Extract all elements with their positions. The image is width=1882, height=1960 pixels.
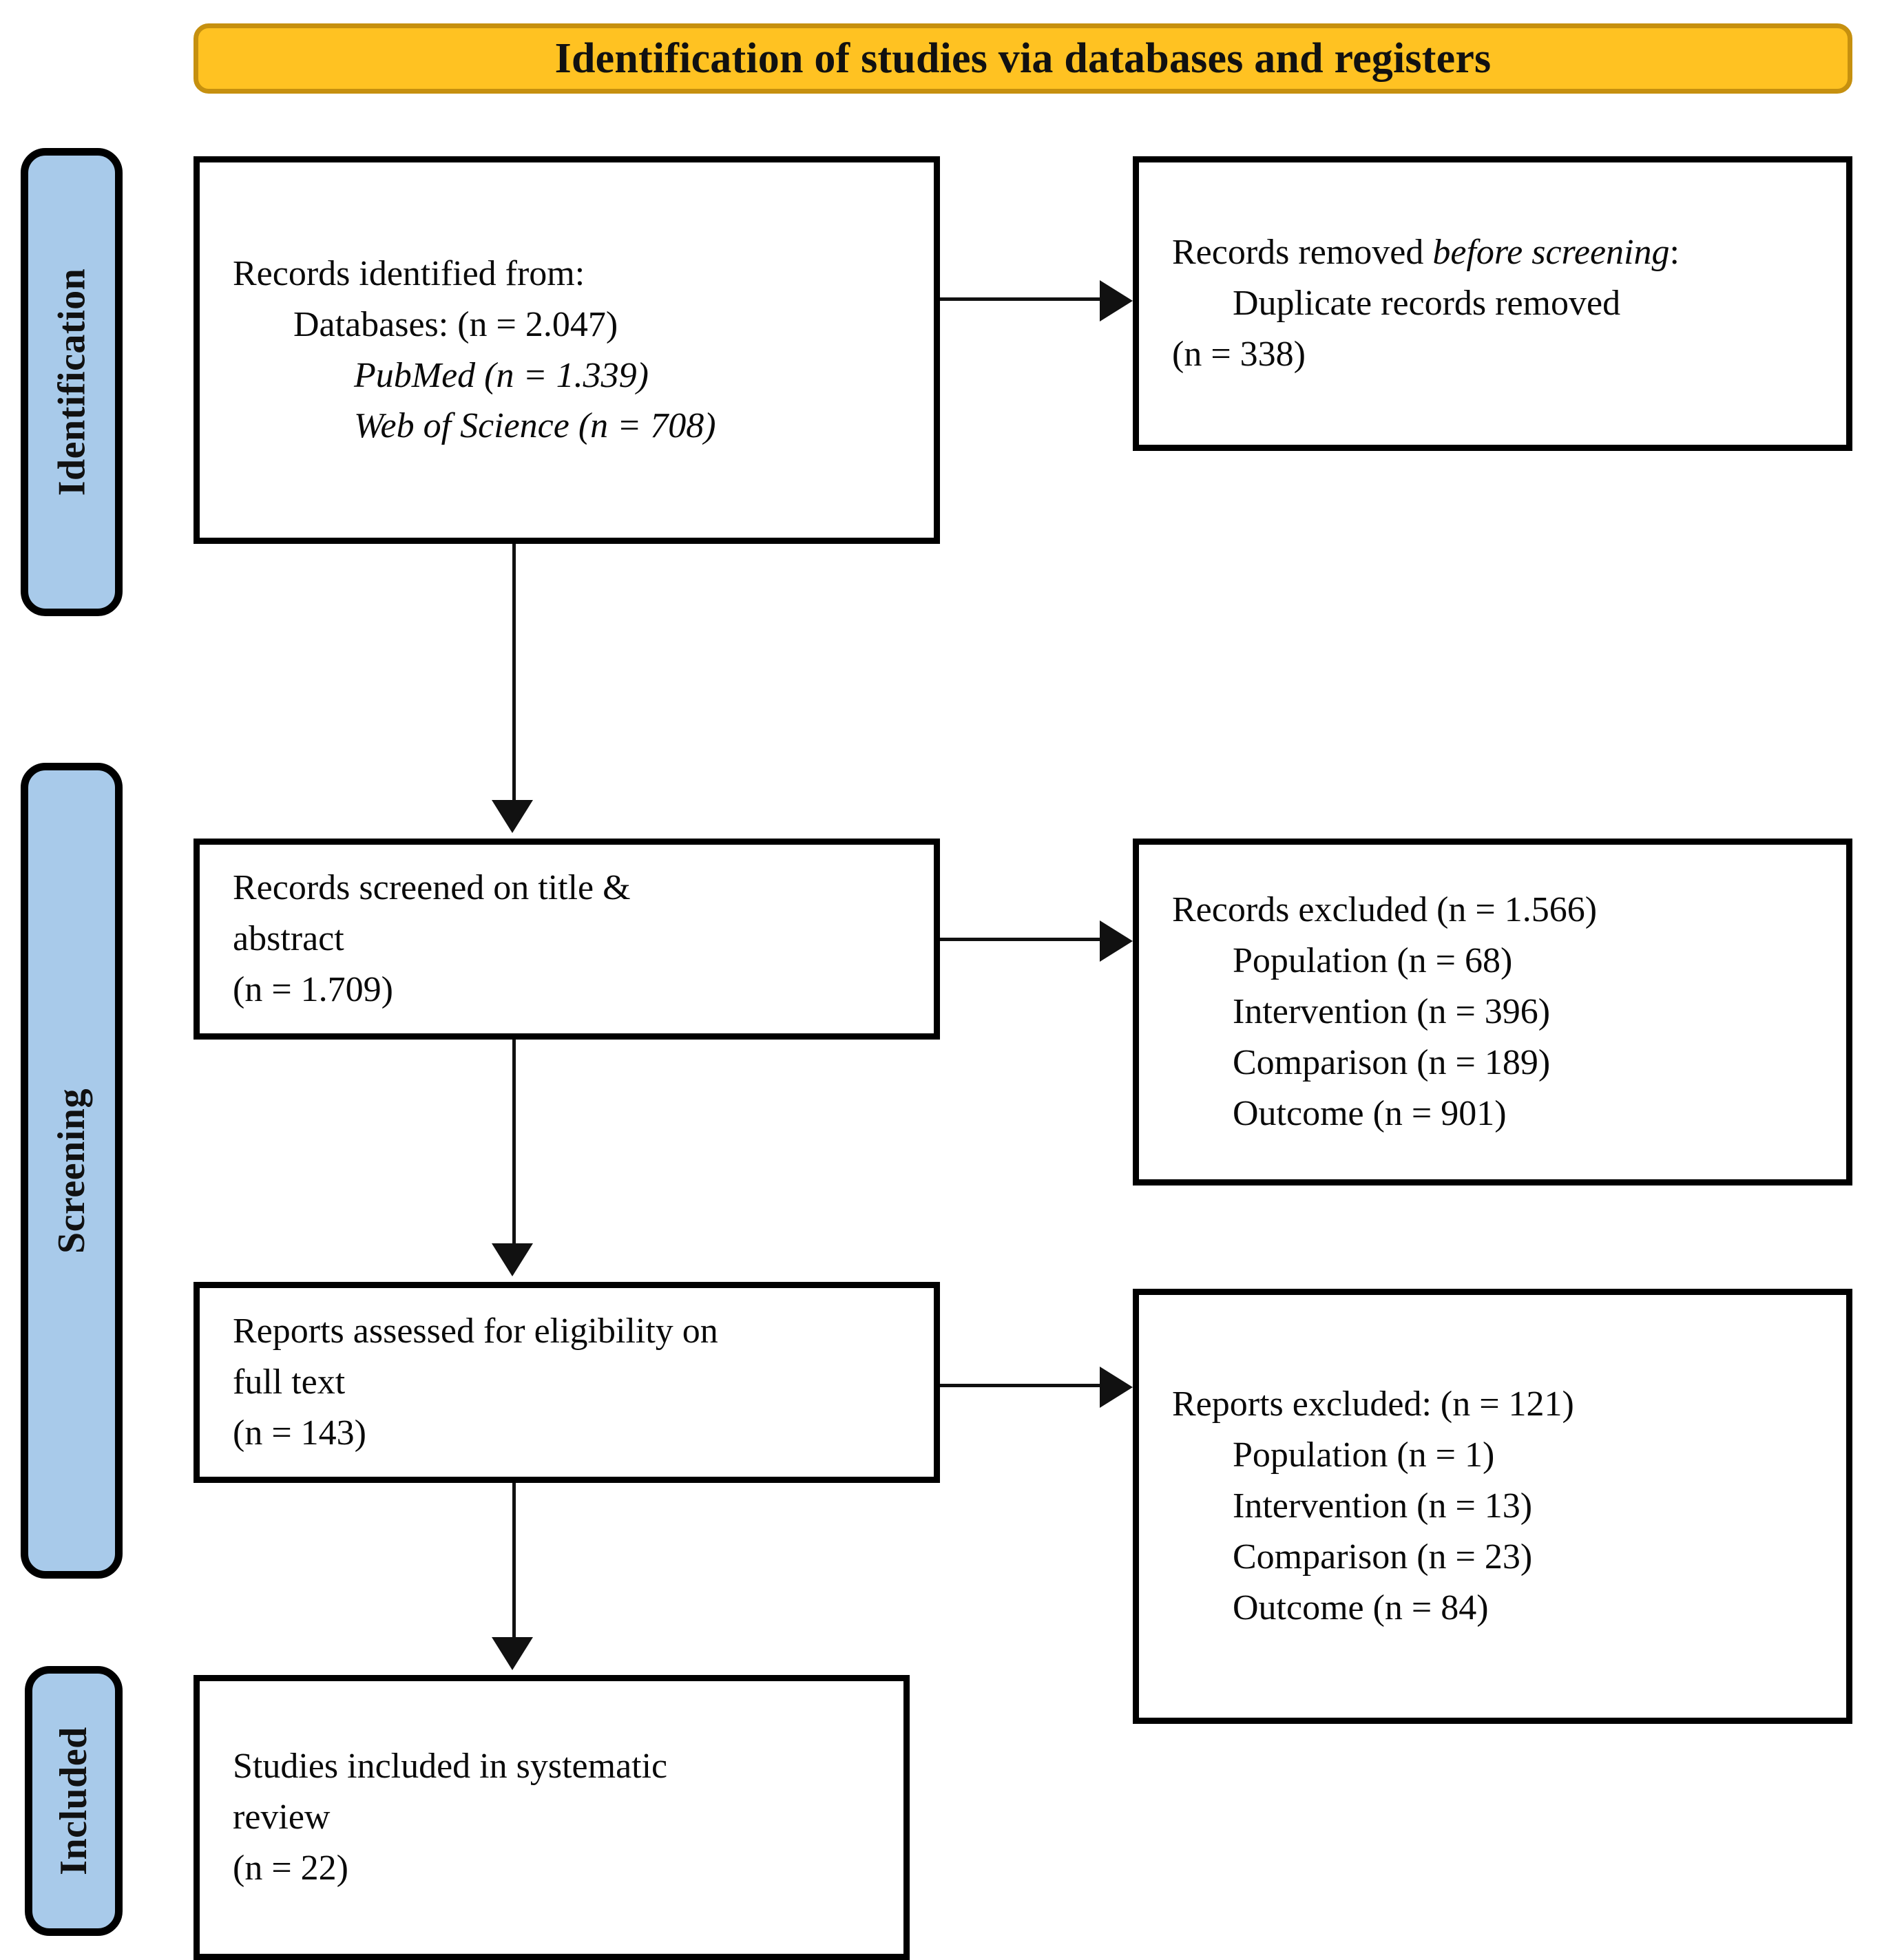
node-line: (n = 1.709) xyxy=(233,969,393,1009)
arrowhead-right-icon xyxy=(1100,1367,1133,1408)
arrowhead-down-icon xyxy=(492,800,533,833)
diagram-header-banner: Identification of studies via databases … xyxy=(194,23,1852,94)
node-line-title-emphasis: before screening xyxy=(1432,233,1670,273)
node-line: Intervention (n = 396) xyxy=(1233,992,1551,1032)
node-line: Records identified from: xyxy=(233,253,585,293)
diagram-title: Identification of studies via databases … xyxy=(554,34,1492,82)
arrowhead-down-icon xyxy=(492,1637,533,1670)
node-line: Web of Science (n = 708) xyxy=(354,406,716,446)
node-line: Comparison (n = 189) xyxy=(1233,1042,1551,1082)
node-records-identified-content: Records identified from: Databases: (n =… xyxy=(200,249,934,452)
node-studies-included-content: Studies included in systematic review (n… xyxy=(200,1741,903,1893)
node-line: Population (n = 1) xyxy=(1233,1435,1495,1475)
stage-label-screening: Screening xyxy=(21,763,123,1579)
node-records-removed: Records removed before screening: Duplic… xyxy=(1133,156,1852,451)
node-line: Reports excluded: (n = 121) xyxy=(1172,1384,1574,1424)
node-line: (n = 22) xyxy=(233,1848,348,1888)
stage-label-screening-text: Screening xyxy=(50,1088,93,1254)
node-records-excluded-content: Records excluded (n = 1.566) Population … xyxy=(1139,885,1846,1139)
node-line: Population (n = 68) xyxy=(1233,941,1513,981)
node-line: Comparison (n = 23) xyxy=(1233,1537,1533,1577)
node-line: (n = 338) xyxy=(1172,334,1306,374)
node-reports-assessed: Reports assessed for eligibility on full… xyxy=(194,1282,940,1483)
node-line: (n = 143) xyxy=(233,1413,366,1453)
node-line: Studies included in systematic xyxy=(233,1747,668,1787)
node-line: Records screened on title & xyxy=(233,868,631,908)
arrowhead-right-icon xyxy=(1100,280,1133,322)
node-records-screened-content: Records screened on title & abstract (n … xyxy=(200,863,934,1015)
stage-label-identification-text: Identification xyxy=(50,268,93,496)
node-line: Databases: (n = 2.047) xyxy=(293,304,618,344)
node-reports-assessed-content: Reports assessed for eligibility on full… xyxy=(200,1306,934,1458)
node-line: Records excluded (n = 1.566) xyxy=(1172,890,1598,930)
connector-screened-to-records-excluded xyxy=(940,938,1100,941)
node-records-identified: Records identified from: Databases: (n =… xyxy=(194,156,940,544)
node-line: Outcome (n = 901) xyxy=(1233,1093,1507,1133)
stage-label-included: Included xyxy=(25,1666,123,1936)
arrowhead-down-icon xyxy=(492,1243,533,1276)
node-line: abstract xyxy=(233,919,344,959)
stage-label-identification: Identification xyxy=(21,148,123,616)
connector-identified-to-screened xyxy=(512,544,516,800)
node-line: review xyxy=(233,1798,331,1837)
node-line-title: Records removed before screening: xyxy=(1172,227,1830,278)
node-line: Duplicate records removed xyxy=(1233,284,1621,324)
connector-assessed-to-reports-excluded xyxy=(940,1384,1100,1387)
node-line: PubMed (n = 1.339) xyxy=(354,355,649,395)
node-records-excluded: Records excluded (n = 1.566) Population … xyxy=(1133,839,1852,1186)
connector-screened-to-assessed xyxy=(512,1040,516,1243)
stage-label-included-text: Included xyxy=(52,1727,96,1875)
node-reports-excluded-content: Reports excluded: (n = 121) Population (… xyxy=(1139,1379,1846,1633)
connector-identified-to-removed xyxy=(940,297,1100,301)
arrowhead-right-icon xyxy=(1100,920,1133,962)
node-line-title-suffix: : xyxy=(1669,233,1680,273)
node-records-removed-content: Records removed before screening: Duplic… xyxy=(1139,227,1846,379)
connector-assessed-to-included xyxy=(512,1483,516,1637)
node-line: full text xyxy=(233,1362,346,1402)
node-line: Outcome (n = 84) xyxy=(1233,1588,1489,1627)
node-studies-included: Studies included in systematic review (n… xyxy=(194,1675,910,1960)
node-reports-excluded: Reports excluded: (n = 121) Population (… xyxy=(1133,1289,1852,1724)
node-line-title-prefix: Records removed xyxy=(1172,233,1433,273)
node-records-screened: Records screened on title & abstract (n … xyxy=(194,839,940,1040)
node-line: Intervention (n = 13) xyxy=(1233,1486,1533,1526)
node-line: Reports assessed for eligibility on xyxy=(233,1311,718,1351)
